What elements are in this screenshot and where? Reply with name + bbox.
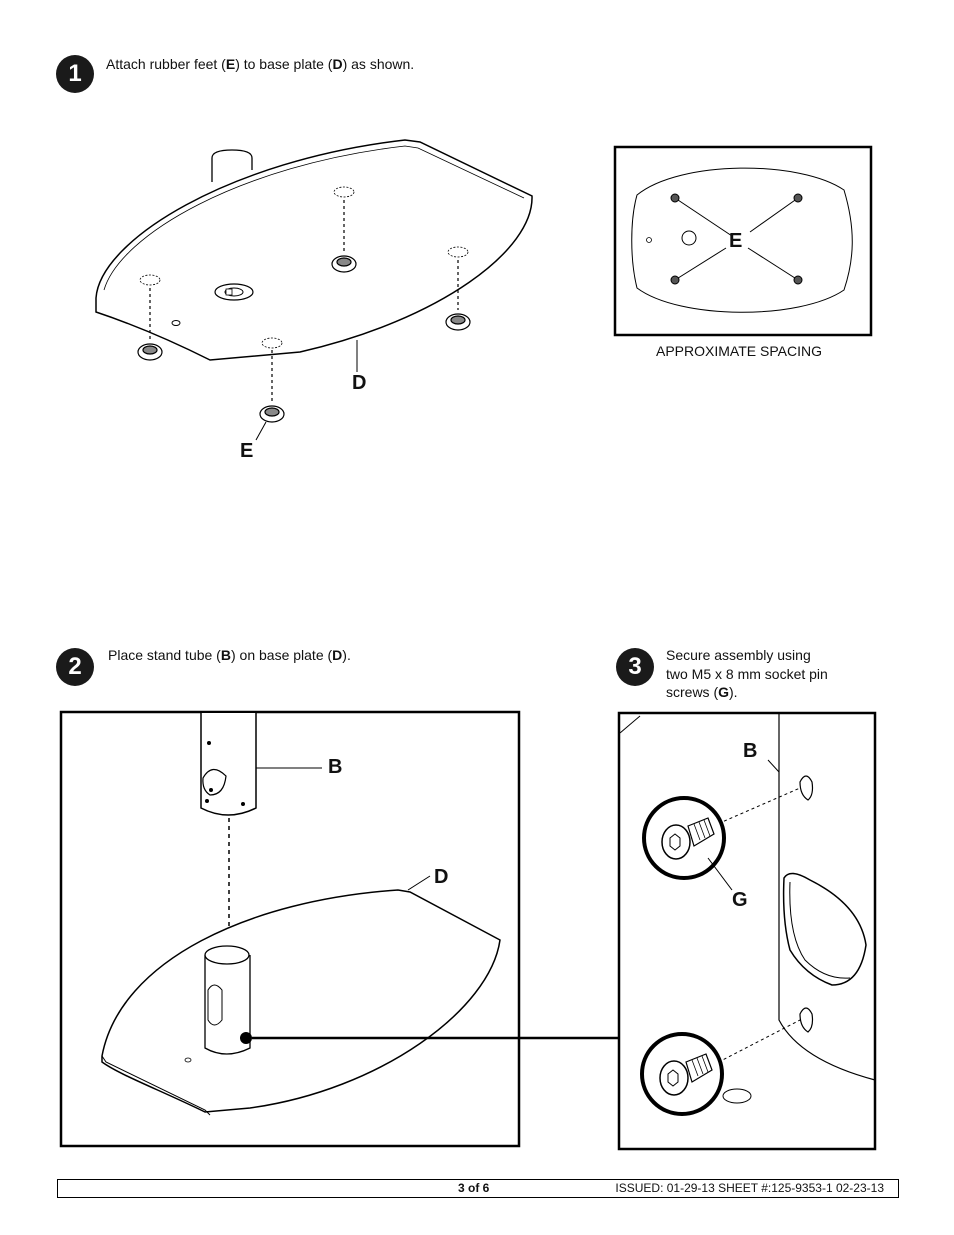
step-2-tube-label: B bbox=[328, 756, 343, 778]
step-3-instruction: Secure assembly using two M5 x 8 mm sock… bbox=[666, 647, 828, 700]
inset-feet-label: E bbox=[729, 230, 743, 252]
step-1-plate-label: D bbox=[352, 372, 367, 394]
screw-g-icons bbox=[640, 796, 733, 1116]
rubber-foot-icons bbox=[137, 255, 471, 423]
step-2-plate-label: D bbox=[434, 866, 449, 888]
step-2-badge: 2 bbox=[56, 648, 94, 686]
step-3-badge: 3 bbox=[616, 648, 654, 686]
issued-info: ISSUED: 01-29-13 SHEET #:125-9353-1 02-2… bbox=[615, 1181, 884, 1195]
page-number: 3 of 6 bbox=[458, 1181, 490, 1195]
page-footer: 3 of 6 ISSUED: 01-29-13 SHEET #:125-9353… bbox=[57, 1179, 899, 1198]
step-1-instruction: Attach rubber feet (E) to base plate (D)… bbox=[106, 56, 415, 72]
step-3-number: 3 bbox=[628, 653, 642, 680]
step-3-screw-label: G bbox=[732, 889, 748, 911]
step-1-badge: 1 bbox=[56, 55, 94, 93]
step-2-instruction: Place stand tube (B) on base plate (D). bbox=[108, 647, 351, 663]
inset-caption: APPROXIMATE SPACING bbox=[656, 343, 822, 359]
step-3-tube-label: B bbox=[743, 740, 758, 762]
step-1-foot-label: E bbox=[240, 440, 254, 462]
step-1-number: 1 bbox=[68, 60, 82, 87]
step-2-number: 2 bbox=[68, 653, 82, 680]
